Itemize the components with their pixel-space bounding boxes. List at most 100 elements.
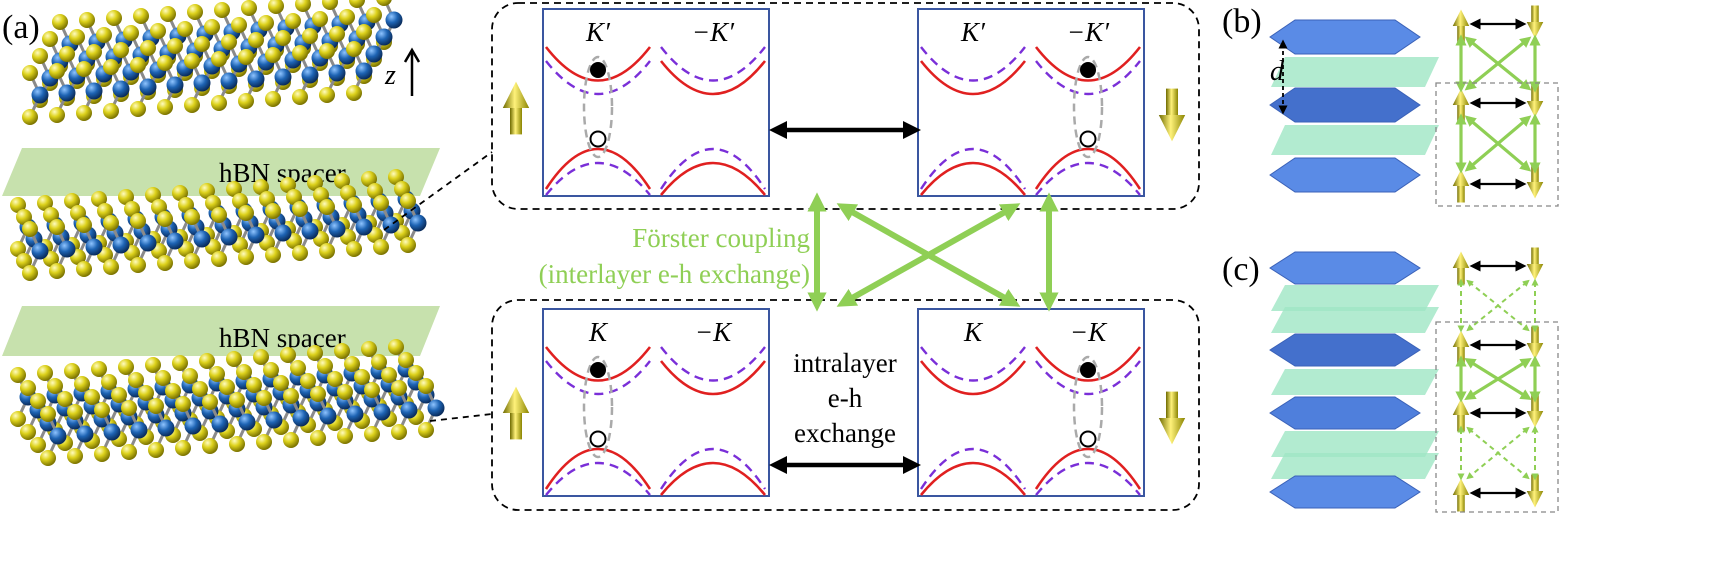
bottom-layer-chalcogen-atom — [40, 406, 56, 422]
hbn-spacer-top — [2, 148, 440, 196]
top-layer-chalcogen-atom — [130, 101, 146, 117]
bottom-layer-chalcogen-atom — [337, 384, 353, 400]
bottom-layer-chalcogen-atom — [229, 392, 245, 408]
top-layer-chalcogen-atom — [49, 63, 65, 79]
top-layer-chalcogen-atom — [157, 55, 173, 71]
middle-layer-chalcogen-atom — [172, 185, 188, 201]
valence-band-dashed — [545, 161, 651, 196]
bottom-layer-chalcogen-atom — [317, 358, 333, 374]
bottom-layer-chalcogen-atom — [20, 380, 36, 396]
bottom-layer-chalcogen-atom — [155, 370, 171, 386]
bottom-layer-metal-atom — [76, 425, 94, 443]
top-layer-chalcogen-atom — [113, 42, 129, 58]
interlayer-coupling — [1464, 115, 1532, 172]
bottom-layer-chalcogen-atom — [182, 368, 198, 384]
bottom-layer-chalcogen-atom — [364, 426, 380, 442]
bottom-layer-chalcogen-atom — [388, 339, 404, 355]
intralayer-label-2: e-h — [828, 383, 863, 413]
spin-down-arrow — [1526, 474, 1544, 508]
top-layer-chalcogen-atom — [160, 6, 176, 22]
spin-down-arrow — [1158, 391, 1186, 445]
spacer-plane — [1271, 125, 1439, 155]
bottom-layer-chalcogen-atom — [165, 383, 181, 399]
middle-layer-chalcogen-atom — [400, 237, 416, 253]
valence-band-dashed — [545, 461, 651, 496]
top-layer-chalcogen-atom — [211, 51, 227, 67]
top-layer-metal-atom — [139, 78, 157, 96]
spin-down-arrow — [1526, 84, 1544, 118]
middle-layer-chalcogen-atom — [307, 175, 323, 191]
top-layer-chalcogen-atom — [221, 34, 237, 50]
spin-down-arrow — [1158, 88, 1186, 142]
bottom-layer-chalcogen-atom — [175, 440, 191, 456]
middle-layer-chalcogen-atom — [346, 197, 362, 213]
top-layer-metal-atom — [85, 82, 103, 100]
bottom-layer-chalcogen-atom — [40, 450, 56, 466]
interlayer-coupling — [1464, 36, 1532, 91]
tmd-hexagon — [1269, 157, 1421, 193]
top-layer-metal-atom — [31, 86, 49, 104]
middle-layer-metal-atom — [247, 226, 265, 244]
valley-label: −K′ — [692, 17, 735, 47]
top-layer-metal-atom — [220, 72, 238, 90]
forster-arrow-diag-2 — [836, 203, 1021, 307]
bottom-layer-chalcogen-atom — [118, 359, 134, 375]
middle-layer-chalcogen-atom — [145, 187, 161, 203]
bottom-layer-chalcogen-atom — [418, 422, 434, 438]
middle-layer-chalcogen-atom — [394, 181, 410, 197]
tmd-layer-middle — [10, 169, 427, 281]
bottom-layer-chalcogen-atom — [67, 448, 83, 464]
top-layer-chalcogen-atom — [322, 0, 338, 10]
top-layer-chalcogen-atom — [76, 105, 92, 121]
top-layer-chalcogen-atom — [49, 107, 65, 123]
bottom-layer-chalcogen-atom — [94, 402, 110, 418]
conduction-band — [544, 346, 652, 382]
middle-layer-chalcogen-atom — [340, 185, 356, 201]
middle-layer-chalcogen-atom — [124, 201, 140, 217]
bottom-layer-chalcogen-atom — [253, 349, 269, 365]
middle-layer-chalcogen-atom — [280, 177, 296, 193]
valley-label: −K′ — [1067, 17, 1110, 47]
top-layer-chalcogen-atom — [103, 103, 119, 119]
bottom-layer-chalcogen-atom — [10, 411, 26, 427]
exciton-outline — [582, 55, 614, 159]
conduction-band-dashed — [920, 346, 1026, 382]
hole — [589, 130, 607, 148]
top-layer-metal-atom — [301, 66, 319, 84]
bottom-layer-chalcogen-atom — [199, 353, 215, 369]
bottom-layer-chalcogen-atom — [219, 379, 235, 395]
band-box-bottom-right: K−K — [917, 308, 1145, 497]
bottom-layer-chalcogen-atom — [283, 432, 299, 448]
bottom-layer-chalcogen-atom — [57, 391, 73, 407]
bottom-layer-metal-atom — [346, 405, 364, 423]
bottom-layer-chalcogen-atom — [30, 437, 46, 453]
forster-label-2: (interlayer e-h exchange) — [539, 259, 810, 289]
top-layer-chalcogen-atom — [106, 10, 122, 26]
top-layer-chalcogen-atom — [96, 27, 112, 43]
bottom-layer-chalcogen-atom — [172, 355, 188, 371]
top-layer-chalcogen-atom — [184, 97, 200, 113]
middle-layer-chalcogen-atom — [292, 245, 308, 261]
middle-layer-metal-atom — [409, 214, 427, 232]
middle-layer-chalcogen-atom — [265, 247, 281, 263]
middle-layer-chalcogen-atom — [184, 209, 200, 225]
top-layer-chalcogen-atom — [292, 45, 308, 61]
top-layer-chalcogen-atom — [130, 57, 146, 73]
bottom-layer-metal-atom — [157, 419, 175, 437]
bottom-layer-chalcogen-atom — [364, 382, 380, 398]
bottom-layer-metal-atom — [265, 411, 283, 429]
middle-layer-chalcogen-atom — [16, 209, 32, 225]
bottom-layer-metal-atom — [184, 417, 202, 435]
middle-layer-chalcogen-atom — [97, 203, 113, 219]
middle-layer-chalcogen-atom — [238, 205, 254, 221]
middle-layer-metal-atom — [220, 228, 238, 246]
middle-layer-chalcogen-atom — [157, 255, 173, 271]
middle-layer-chalcogen-atom — [373, 195, 389, 211]
top-layer-chalcogen-atom — [140, 40, 156, 56]
middle-layer-metal-atom — [31, 242, 49, 260]
bottom-layer-chalcogen-atom — [371, 354, 387, 370]
intralayer-label-1: intralayer — [793, 348, 896, 378]
exciton-outline — [1072, 355, 1104, 459]
middle-layer-chalcogen-atom — [361, 171, 377, 187]
top-layer-metal-atom — [328, 64, 346, 82]
